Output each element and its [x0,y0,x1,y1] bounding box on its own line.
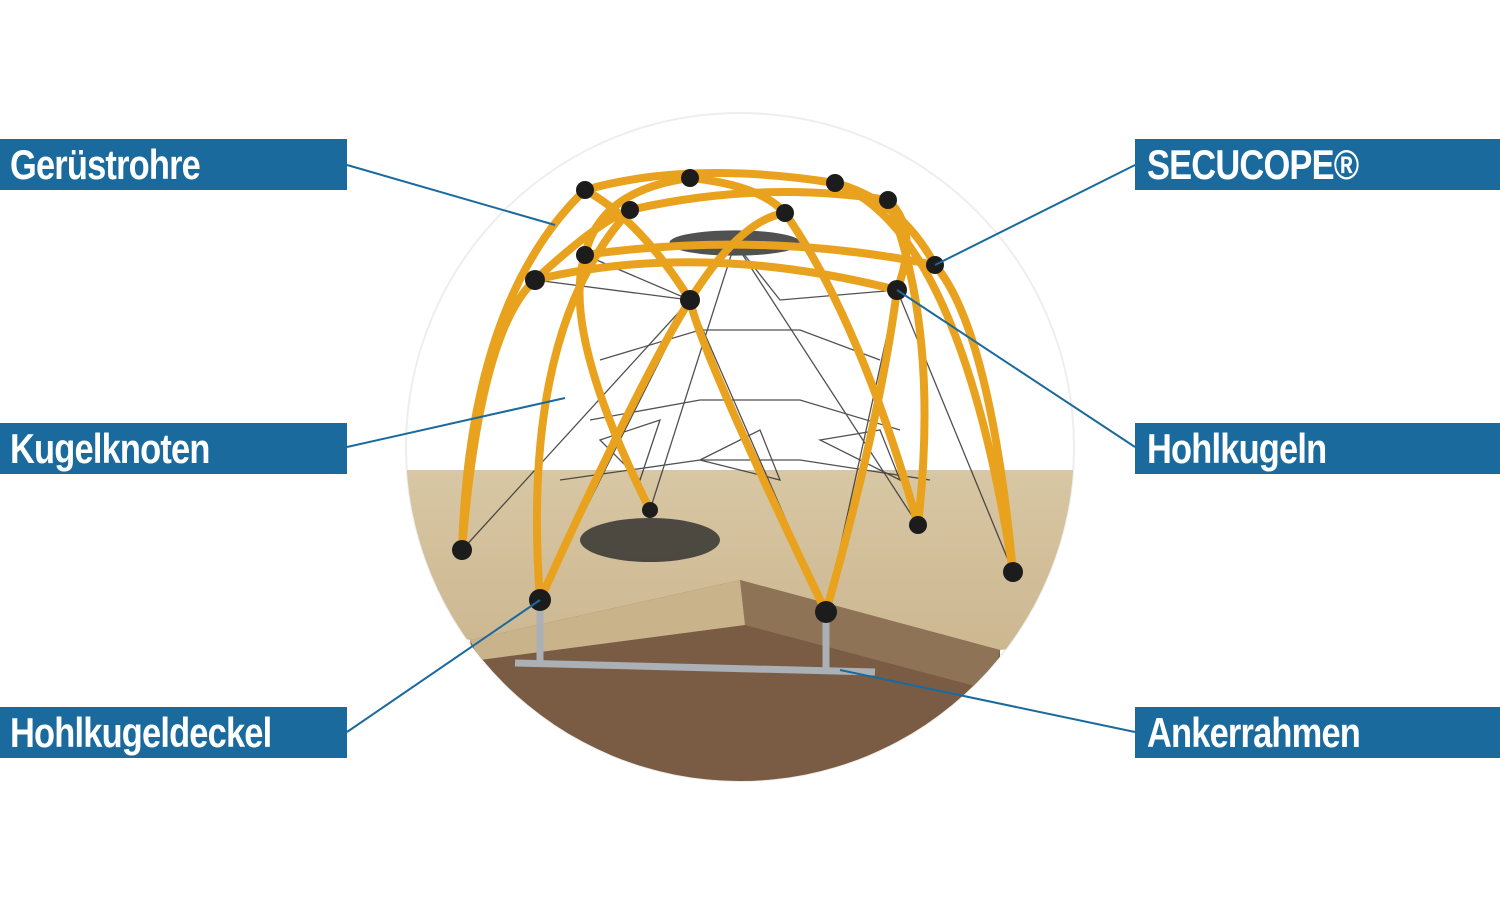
label-kugelknoten: Kugelknoten [0,423,347,474]
label-hohlkugeldeckel: Hohlkugeldeckel [0,707,347,758]
leader-lines [346,164,1136,733]
label-text: SECUCOPE® [1147,141,1359,188]
label-geruestrohre: Gerüstrohre [0,139,347,190]
label-secucope: SECUCOPE® [1135,139,1500,190]
ball-nodes [452,169,1023,623]
label-text: Gerüstrohre [10,141,201,188]
ground [406,470,1074,781]
label-text: Ankerrahmen [1147,709,1361,756]
label-text: Kugelknoten [10,425,210,472]
label-hohlkugeln: Hohlkugeln [1135,423,1500,474]
label-text: Hohlkugeln [1147,425,1327,472]
label-ankerrahmen: Ankerrahmen [1135,707,1500,758]
frame-tubes [458,169,1017,616]
label-text: Hohlkugeldeckel [10,709,272,756]
